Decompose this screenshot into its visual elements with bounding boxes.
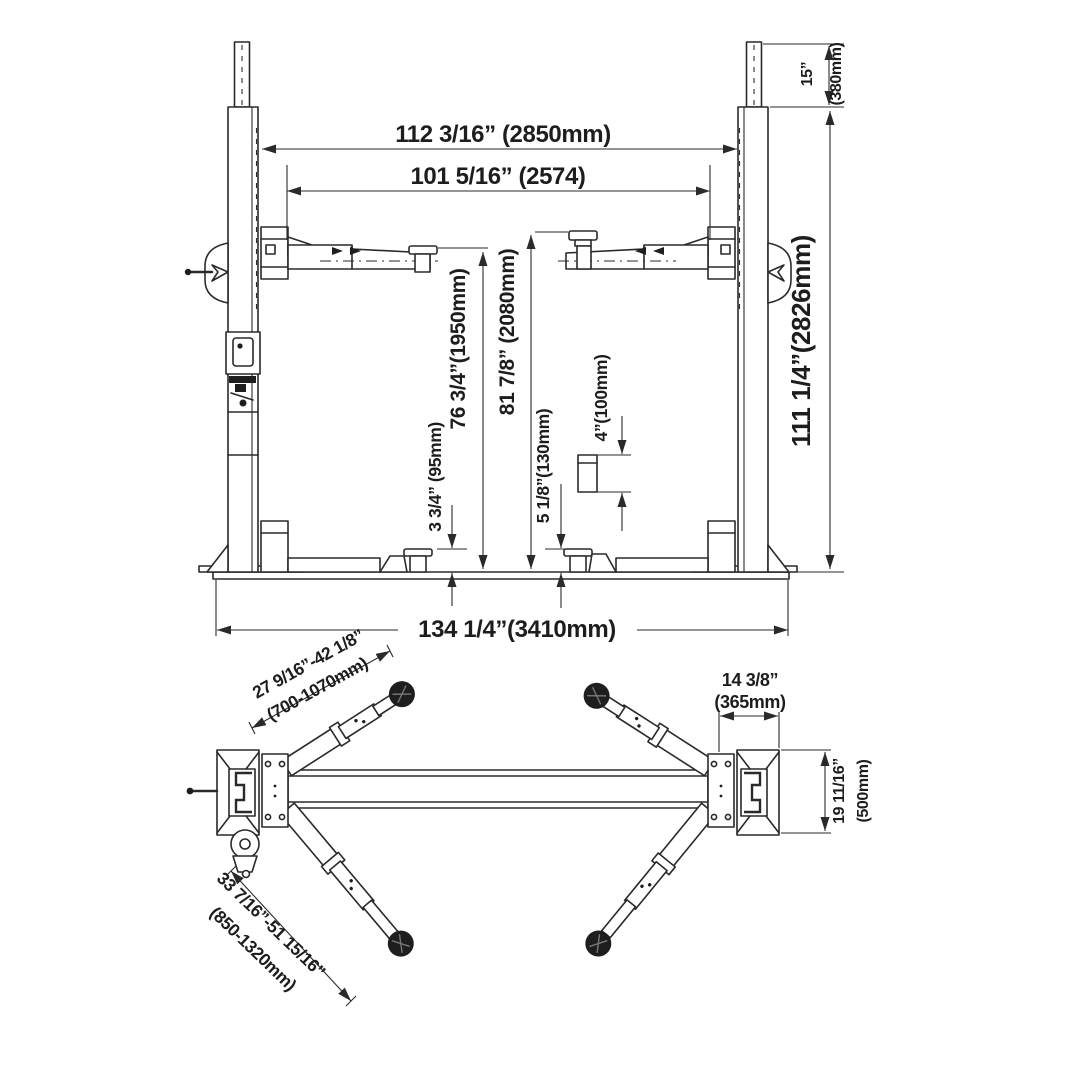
left-lower-arm [260, 520, 433, 573]
right-lower-arm [563, 520, 736, 573]
front-right-pad [583, 682, 610, 709]
left-pulley [230, 829, 260, 879]
floor-crossbeam [287, 769, 709, 809]
front-view-dimensions: 112 3/16” (2850mm) 101 5/16” (2574) 15” … [215, 42, 845, 643]
dim-overall-width-label: 134 1/4”(3410mm) [418, 616, 616, 643]
dim-drive-thru-width-label: 101 5/16” (2574) [410, 163, 585, 190]
right-post-column [737, 106, 769, 573]
right-post-extension [745, 41, 763, 108]
plan-view-dimensions: 27 9/16”-42 1/8” (700-1070mm) 33 7/16”-5… [206, 625, 872, 1007]
dim-base-plate-depth-in-label: 19 11/16” [831, 758, 848, 824]
dim-min-pad-height-right-label: 5 1/8”(130mm) [533, 409, 553, 523]
right-lowered-pad [563, 548, 593, 573]
right-post-section [744, 771, 762, 814]
left-post [184, 41, 261, 573]
rear-right-pad [585, 930, 612, 957]
left-carriage-plate [261, 753, 289, 828]
rear-right-arm [585, 802, 717, 957]
left-upper-arm [260, 226, 438, 280]
plan-view: 27 9/16”-42 1/8” (700-1070mm) 33 7/16”-5… [186, 625, 872, 1007]
dim-base-plate-width-mm-label: (365mm) [714, 692, 786, 712]
dim-width-between-posts-label: 112 3/16” (2850mm) [395, 121, 611, 148]
rear-left-pad [387, 930, 414, 957]
left-lowered-pad [403, 548, 433, 573]
left-ramp-wedge [379, 555, 408, 573]
dim-base-plate-depth-mm-label: (500mm) [855, 759, 872, 822]
dim-base-plate-width-in-label: 14 3/8” [722, 670, 778, 690]
right-ramp-wedge [588, 553, 617, 573]
dim-pad-adapter-height-label: 4”(100mm) [591, 355, 611, 442]
front-left-pad [388, 681, 415, 708]
left-base-gusset [206, 544, 229, 573]
left-release-bracket [184, 242, 229, 304]
front-right-arm [583, 682, 716, 777]
right-carriage-plate [707, 753, 735, 828]
front-elevation-view: 112 3/16” (2850mm) 101 5/16” (2574) 15” … [184, 41, 845, 643]
dim-top-extension-in-label: 15” [799, 62, 816, 87]
dim-top-extension-mm-label: (380mm) [828, 42, 845, 105]
pad-adapter-detail [577, 454, 631, 493]
right-lift-pad [568, 230, 598, 270]
right-upper-arm [558, 226, 736, 280]
right-post [737, 41, 792, 573]
left-lift-pad [408, 245, 438, 273]
power-unit [229, 376, 256, 407]
dim-max-lift-height-label: 81 7/8” (2080mm) [496, 249, 519, 415]
left-post-extension [233, 41, 251, 108]
control-box [225, 331, 261, 375]
left-base-plate [186, 749, 289, 879]
dim-min-pad-height-left-label: 3 3/4” (95mm) [425, 422, 445, 532]
right-release-bracket [767, 242, 792, 304]
dim-max-arm-height-label: 76 3/4”(1950mm) [447, 269, 470, 430]
left-post-section [234, 771, 252, 814]
right-base-gusset [767, 544, 790, 573]
dim-column-height-label: 111 1/4”(2826mm) [786, 235, 816, 447]
right-base-plate [707, 749, 780, 836]
